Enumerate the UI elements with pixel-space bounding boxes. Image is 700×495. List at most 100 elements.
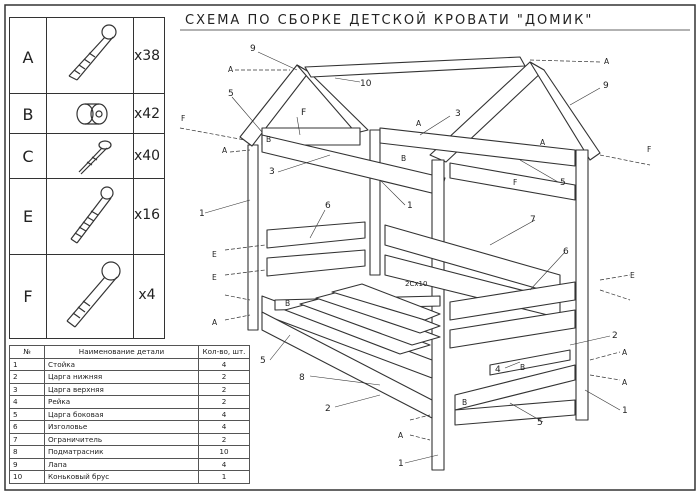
cell-name: Коньковый брус — [44, 470, 199, 484]
label-slat-note: 2Cx10 — [405, 280, 427, 288]
cell-qty: 1 — [198, 470, 250, 484]
cell-name: Царга боковая — [44, 407, 199, 421]
barrel-nut-icon — [46, 94, 134, 133]
hw-label-a: A — [416, 119, 422, 128]
cell-number: 9 — [9, 457, 45, 471]
page-title: СХЕМА ПО СБОРКЕ ДЕТСКОЙ КРОВАТИ "ДОМИК" — [185, 13, 594, 28]
hardware-qty: x42 — [133, 106, 161, 122]
label-1b: 1 — [407, 201, 413, 211]
label-3b: 3 — [455, 109, 461, 119]
label-8: 8 — [299, 373, 305, 383]
hardware-a-box: A x38 — [9, 17, 165, 94]
hardware-c-box: C x40 — [9, 133, 165, 179]
hardware-letter: B — [22, 105, 34, 124]
hardware-letter: F — [23, 287, 33, 306]
screw-icon — [46, 134, 134, 178]
cell-number: 3 — [9, 382, 45, 396]
hw-label-f: F — [513, 178, 517, 187]
table-header-row: № Наименование детали Кол-во, шт. — [9, 345, 250, 359]
cell-name: Царга нижняя — [44, 370, 199, 384]
label-6b: 6 — [563, 247, 569, 257]
cell-qty: 2 — [198, 395, 250, 409]
cell-name: Стойка — [44, 357, 199, 371]
label-2: 2 — [325, 404, 331, 414]
cell-number: 4 — [9, 395, 45, 409]
hardware-f-box: F x4 — [9, 254, 165, 339]
cell-name: Лапа — [44, 457, 199, 471]
hex-bolt-icon — [46, 255, 134, 338]
hardware-qty: x16 — [133, 207, 161, 223]
confirmat-screw-icon — [46, 179, 134, 254]
label-4: 4 — [495, 365, 501, 375]
hw-label-b: B — [266, 135, 271, 144]
label-5: 5 — [228, 89, 234, 99]
label-2b: 2 — [612, 331, 618, 341]
label-1c: 1 — [622, 406, 628, 416]
cell-qty: 10 — [198, 445, 250, 459]
col-header-qty: Кол-во, шт. — [198, 345, 250, 359]
cell-name: Изголовье — [44, 420, 199, 434]
label-3: 3 — [269, 167, 275, 177]
hw-label-e: E — [630, 271, 635, 280]
cell-qty: 4 — [198, 357, 250, 371]
cell-name: Подматрасник — [44, 445, 199, 459]
cell-number: 8 — [9, 445, 45, 459]
cell-number: 10 — [9, 470, 45, 484]
label-5b: 5 — [560, 178, 566, 188]
hw-label-b: B — [462, 398, 467, 407]
col-header-name: Наименование детали — [44, 345, 199, 359]
hardware-e-box: E x16 — [9, 178, 165, 255]
cell-number: 7 — [9, 432, 45, 446]
col-header-number: № — [9, 345, 45, 359]
hw-label-a: A — [398, 431, 404, 440]
hardware-qty: x38 — [133, 48, 161, 64]
label-5c: 5 — [260, 356, 266, 366]
hw-label-a: A — [622, 348, 628, 357]
cell-qty: 2 — [198, 382, 250, 396]
bed-assembly-drawing — [239, 56, 601, 471]
hw-label-e: E — [212, 273, 217, 282]
hw-label-f: F — [647, 145, 651, 154]
label-f: F — [301, 108, 306, 118]
label-5d: 5 — [537, 418, 543, 428]
hw-label-a: A — [604, 57, 610, 66]
cell-qty: 4 — [198, 420, 250, 434]
hardware-letter: C — [22, 147, 34, 166]
hw-label-b: B — [520, 363, 525, 372]
label-6: 6 — [325, 201, 331, 211]
label-1: 1 — [199, 209, 205, 219]
cell-number: 2 — [9, 370, 45, 384]
cell-qty: 4 — [198, 457, 250, 471]
hardware-qty: x40 — [133, 148, 161, 164]
hw-label-b: B — [285, 299, 290, 308]
cell-number: 1 — [9, 357, 45, 371]
cell-qty: 4 — [198, 407, 250, 421]
long-bolt-icon — [46, 18, 134, 93]
hardware-letter: E — [22, 207, 34, 226]
cell-number: 5 — [9, 407, 45, 421]
cell-name: Царга верхняя — [44, 382, 199, 396]
label-7: 7 — [530, 215, 536, 225]
hw-label-b: B — [401, 154, 406, 163]
hardware-b-box: B x42 — [9, 93, 165, 134]
hw-label-a: A — [222, 146, 228, 155]
hardware-qty: x4 — [138, 287, 156, 303]
cell-number: 6 — [9, 420, 45, 434]
cell-name: Ограничитель — [44, 432, 199, 446]
hw-label-a: A — [540, 138, 546, 147]
label-9b: 9 — [603, 81, 609, 91]
cell-name: Рейка — [44, 395, 199, 409]
hw-label-a: A — [622, 378, 628, 387]
hw-label-a: A — [212, 318, 218, 327]
cell-qty: 2 — [198, 370, 250, 384]
hw-label-e: E — [212, 250, 217, 259]
